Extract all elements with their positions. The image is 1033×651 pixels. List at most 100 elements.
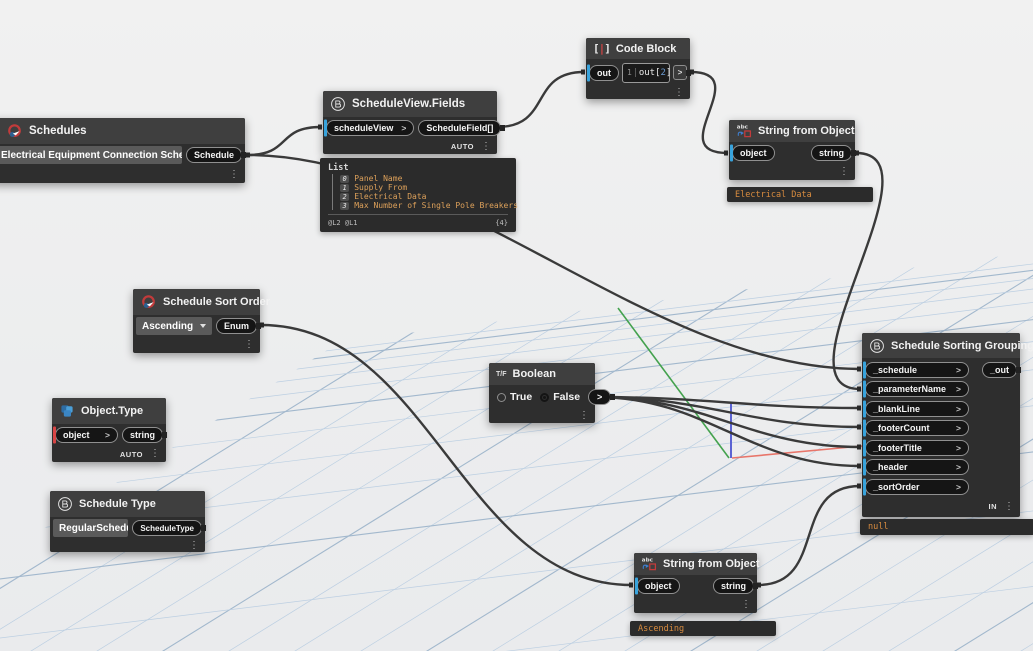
connected-port-marker <box>863 439 866 457</box>
output-port-enum[interactable]: Enum <box>215 318 257 334</box>
radio-false[interactable] <box>540 392 550 402</box>
scheduleview-fields-icon <box>330 96 346 112</box>
node-options-icon[interactable]: ⋮ <box>1004 500 1014 512</box>
lacing-indicator[interactable]: AUTO <box>450 142 474 151</box>
schedule-type-dropdown[interactable]: RegularSchedule <box>53 519 129 537</box>
node-header[interactable]: abc String from Object <box>634 553 760 575</box>
node-title: ScheduleView.Fields <box>352 98 466 110</box>
output-port-out[interactable]: _out <box>982 361 1017 378</box>
node-options-icon[interactable]: ⋮ <box>481 140 491 152</box>
port-label: ScheduleType <box>140 523 194 533</box>
output-port[interactable]: > <box>673 65 687 80</box>
schedules-dropdown[interactable]: Electrical Equipment Connection Schedule <box>0 146 182 164</box>
input-port-scheduleview[interactable]: scheduleView> <box>326 120 415 136</box>
node-options-icon[interactable]: ⋮ <box>150 448 160 459</box>
output-nub[interactable] <box>686 69 691 76</box>
schedule-sorting-grouping-icon <box>869 338 885 354</box>
output-nub[interactable] <box>1016 366 1021 373</box>
list-index-badge: 2 <box>340 192 350 201</box>
preview-bubble-string-top[interactable]: Electrical Data <box>727 187 873 202</box>
list-item-value: Electrical Data <box>354 192 427 201</box>
sort-order-dropdown[interactable]: Ascending <box>136 317 212 335</box>
output-nub[interactable] <box>201 525 206 531</box>
input-port-sortorder[interactable]: _sortOrder> <box>865 478 969 495</box>
preview-bubble-sorting-grouping[interactable]: null <box>860 519 1033 535</box>
input-port-object[interactable]: object <box>732 145 775 161</box>
node-options-icon[interactable]: ⋮ <box>741 599 751 610</box>
input-port-footertitle[interactable]: _footerTitle> <box>865 439 969 456</box>
output-port-schedulefield[interactable]: ScheduleField[] <box>418 120 502 136</box>
port-label: _blankLine <box>873 403 921 414</box>
node-header[interactable]: Schedule Sorting Grouping <box>862 333 1033 358</box>
node-scheduleview-fields[interactable]: ScheduleView.Fields scheduleView> Schedu… <box>323 91 506 154</box>
output-port[interactable]: > <box>588 389 612 405</box>
radio-true-label[interactable]: True <box>510 391 533 403</box>
node-header[interactable]: ScheduleView.Fields <box>323 91 497 117</box>
output-nub[interactable] <box>753 583 758 589</box>
node-schedule-sort-order[interactable]: Schedule Sort Order Ascending Enum ⋮ <box>133 289 270 353</box>
node-boolean[interactable]: T/F Boolean True False > ⋮ <box>489 363 616 423</box>
preview-bubble-string-bottom[interactable]: Ascending <box>630 621 776 636</box>
node-object-type[interactable]: Object.Type object> string AUTO ⋮ <box>52 398 167 462</box>
input-port-blankline[interactable]: _blankLine> <box>865 400 969 417</box>
output-nub[interactable] <box>851 150 856 156</box>
node-title: Boolean <box>512 368 556 380</box>
node-options-icon[interactable]: ⋮ <box>839 166 849 177</box>
output-port-string[interactable]: string <box>121 427 163 443</box>
node-options-icon[interactable]: ⋮ <box>244 339 254 350</box>
object-type-icon <box>59 403 75 419</box>
input-port-out[interactable]: out <box>589 64 619 81</box>
input-port-object[interactable]: object> <box>55 427 118 443</box>
lacing-indicator[interactable]: IN <box>988 502 997 511</box>
node-schedule-sorting-grouping[interactable]: Schedule Sorting Grouping _schedule> _pa… <box>862 333 1033 517</box>
code-block-editor[interactable]: 1 out[2]; <box>622 62 677 83</box>
sort-order-dropdown-value: Ascending <box>142 320 194 332</box>
node-header[interactable]: Schedule Type <box>50 491 205 517</box>
output-nub[interactable] <box>256 323 261 329</box>
node-options-icon[interactable]: ⋮ <box>229 168 239 180</box>
input-port-header[interactable]: _header> <box>865 459 969 476</box>
node-header[interactable]: T/F Boolean <box>489 363 595 385</box>
lacing-indicator[interactable]: AUTO <box>119 449 143 459</box>
node-options-icon[interactable]: ⋮ <box>579 410 589 421</box>
input-port-parametername[interactable]: _parameterName> <box>865 381 969 398</box>
input-port-footercount[interactable]: _footerCount> <box>865 420 969 437</box>
output-nub[interactable] <box>241 152 246 158</box>
node-title: String from Object <box>663 558 760 570</box>
node-header[interactable]: Object.Type <box>52 398 166 424</box>
input-port-object[interactable]: object <box>637 578 680 594</box>
port-label: _parameterName <box>873 384 947 395</box>
input-port-schedule[interactable]: _schedule> <box>865 361 969 378</box>
node-string-from-object-top[interactable]: abc String from Object object string ⋮ <box>729 120 856 180</box>
port-chevron-icon: > <box>956 481 961 492</box>
node-title: Object.Type <box>81 405 144 417</box>
node-header[interactable]: abc String from Object <box>729 120 855 142</box>
output-nub[interactable] <box>162 432 167 438</box>
connected-port-marker <box>863 478 866 496</box>
radio-true[interactable] <box>497 392 506 402</box>
port-chevron-icon: > <box>956 364 961 375</box>
output-port-schedule[interactable]: Schedule <box>185 147 242 163</box>
connected-port-marker <box>730 144 733 162</box>
port-label: Schedule <box>193 150 234 160</box>
node-header[interactable]: Schedule Sort Order <box>133 289 270 315</box>
node-options-icon[interactable]: ⋮ <box>674 86 684 98</box>
node-schedules[interactable]: Schedules Electrical Equipment Connectio… <box>0 118 246 183</box>
node-string-from-object-bottom[interactable]: abc String from Object object string ⋮ <box>634 553 760 613</box>
node-options-icon[interactable]: ⋮ <box>189 539 199 551</box>
radio-false-label[interactable]: False <box>553 391 581 403</box>
node-code-block[interactable]: [|] Code Block out 1 out[2]; > ⋮ <box>586 38 691 99</box>
output-port-scheduletype[interactable]: ScheduleType <box>132 520 202 536</box>
node-schedules-header[interactable]: Schedules <box>0 118 245 144</box>
output-nub[interactable] <box>500 125 506 131</box>
node-header[interactable]: [|] Code Block <box>586 38 690 59</box>
output-port-string[interactable]: string <box>810 145 852 161</box>
output-port-string[interactable]: string <box>712 578 754 594</box>
list-levels[interactable]: @L2 @L1 <box>328 218 358 227</box>
connected-port-marker <box>863 361 866 379</box>
schedule-type-icon <box>57 496 73 512</box>
node-schedule-type[interactable]: Schedule Type RegularSchedule ScheduleTy… <box>50 491 206 552</box>
output-nub[interactable] <box>610 394 616 400</box>
